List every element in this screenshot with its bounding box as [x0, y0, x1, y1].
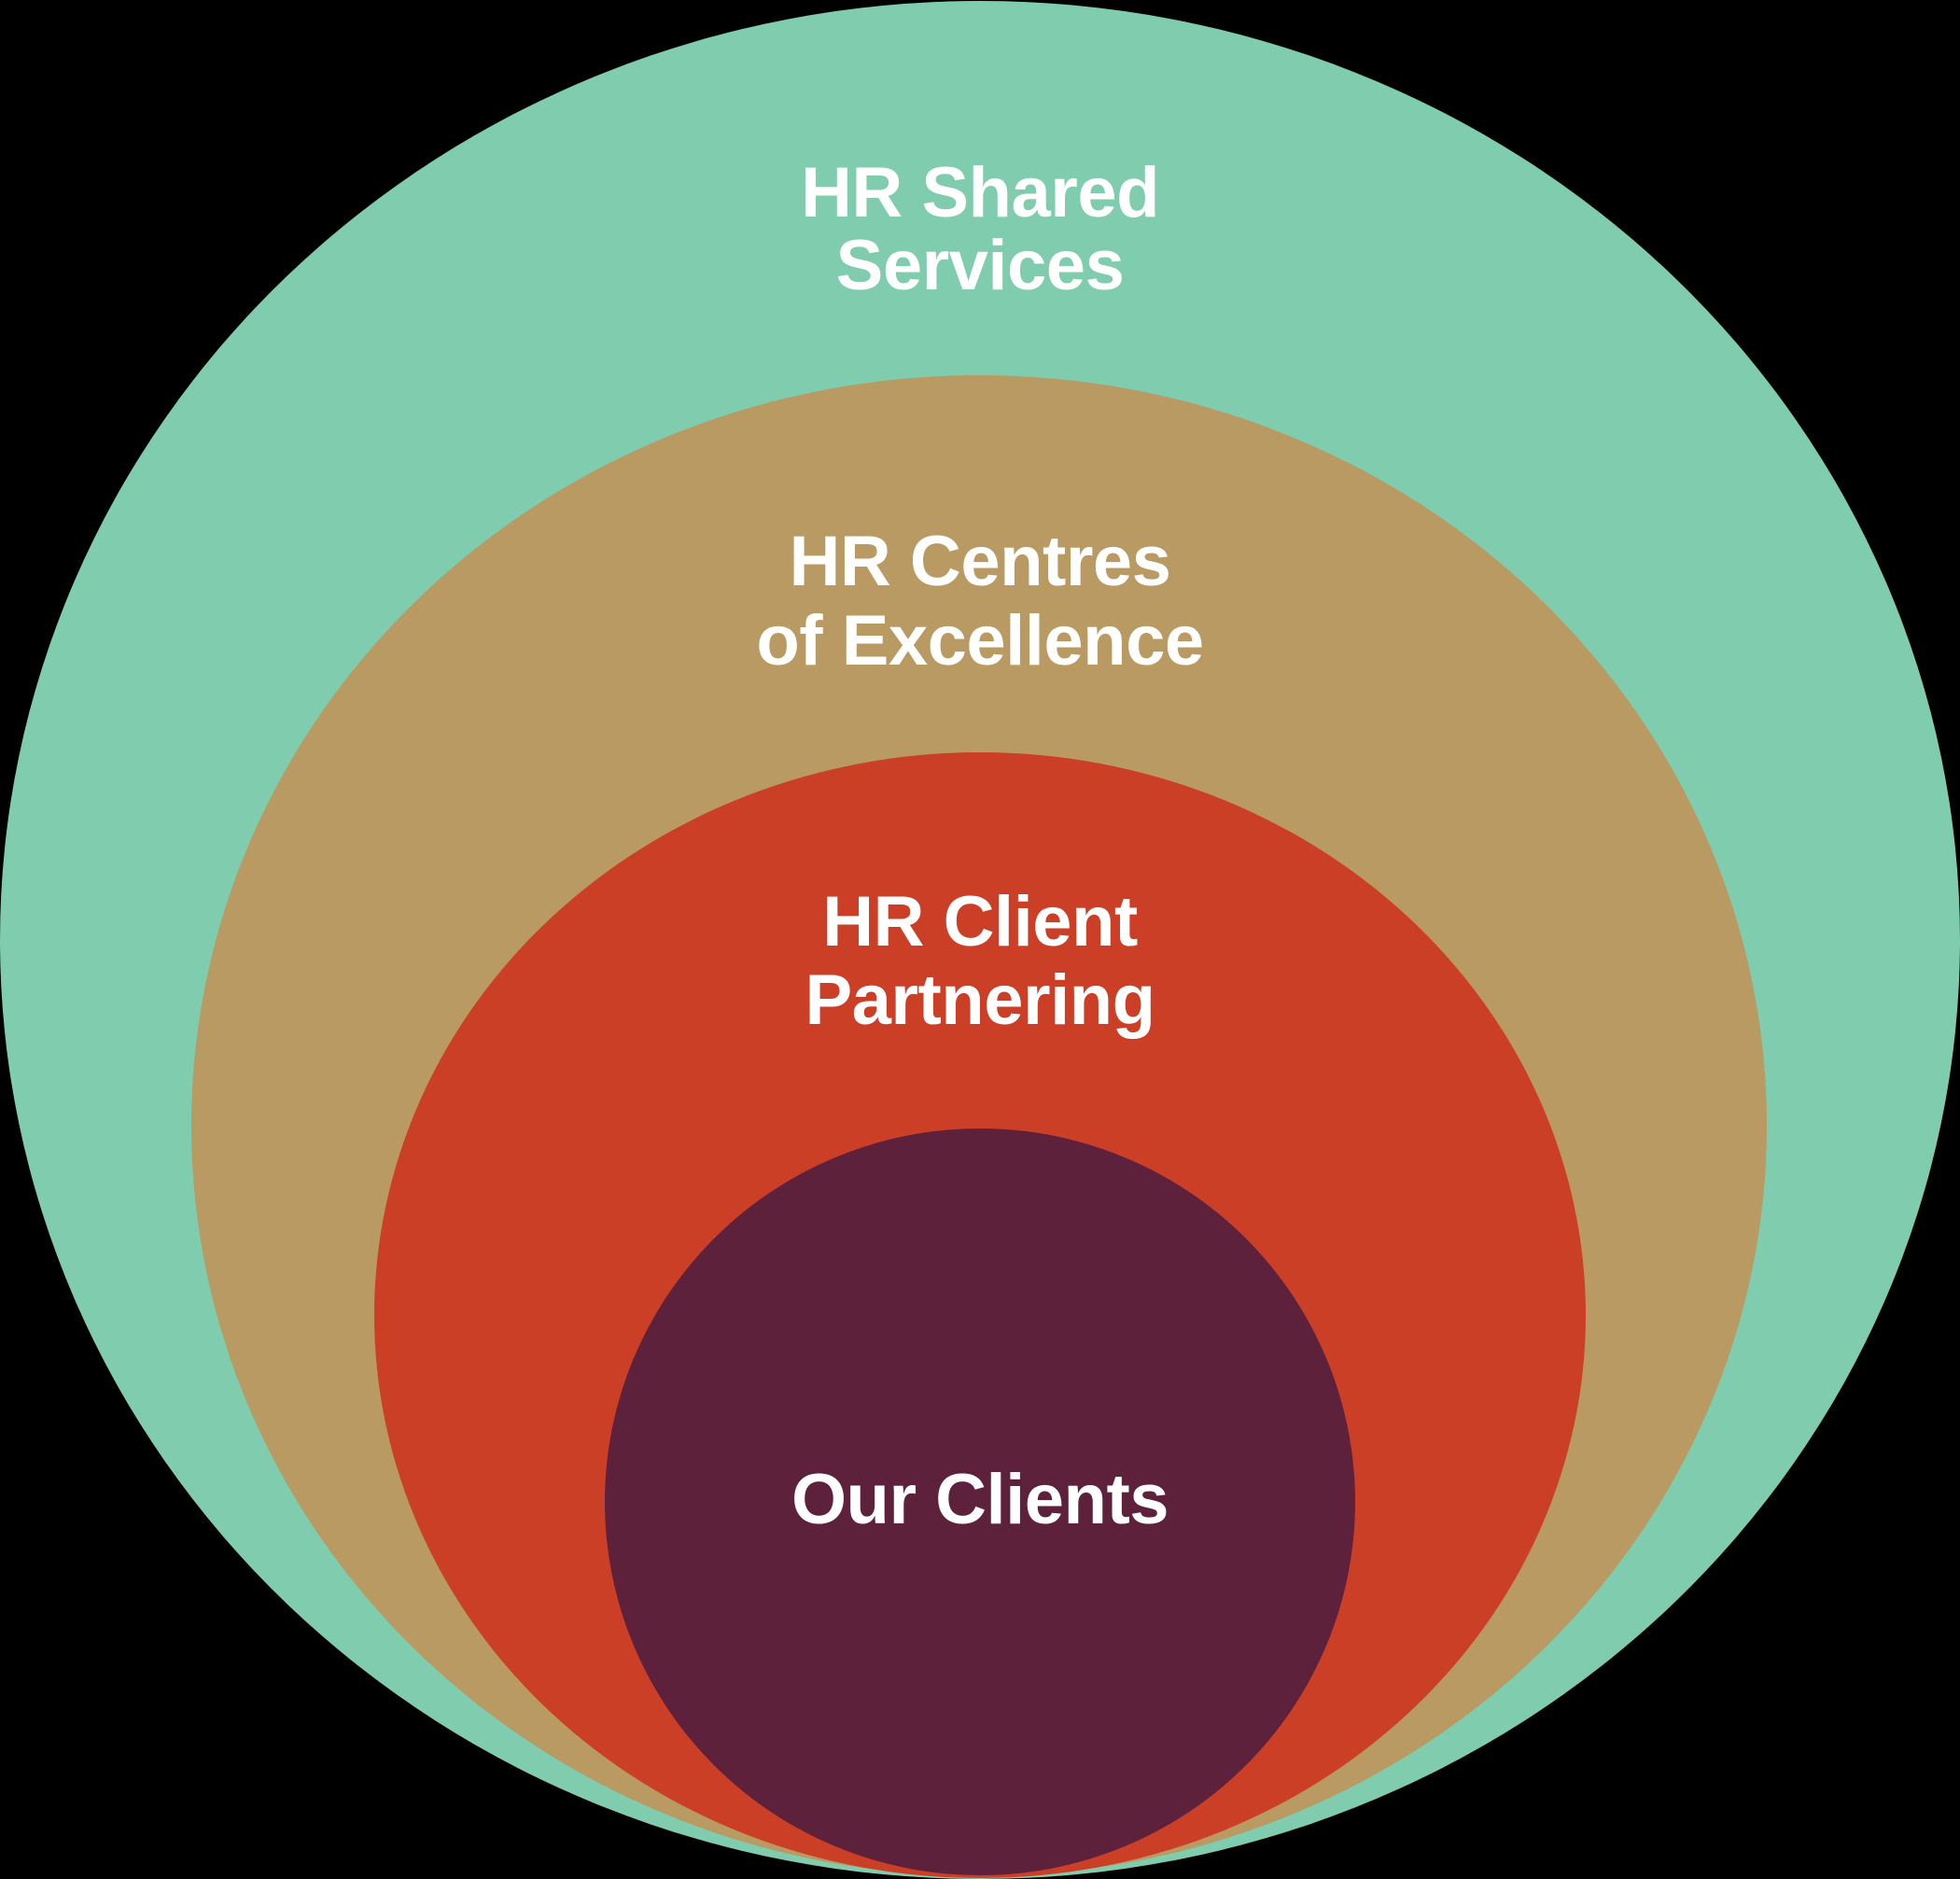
label-hr-shared-services-line-2: Services: [836, 226, 1125, 305]
ring-our-clients: Our Clients: [605, 1129, 1355, 1875]
label-hr-centres-of-excellence-line-2: of Excellence: [756, 601, 1203, 680]
label-hr-client-partnering-line-2: Partnering: [805, 961, 1155, 1040]
label-our-clients: Our Clients: [791, 1460, 1169, 1539]
ring-shape-our-clients: [605, 1129, 1355, 1875]
label-hr-client-partnering-line-1: HR Client: [822, 882, 1138, 961]
label-hr-centres-of-excellence-line-1: HR Centres: [790, 522, 1171, 601]
label-hr-shared-services-line-1: HR Shared: [801, 153, 1159, 232]
